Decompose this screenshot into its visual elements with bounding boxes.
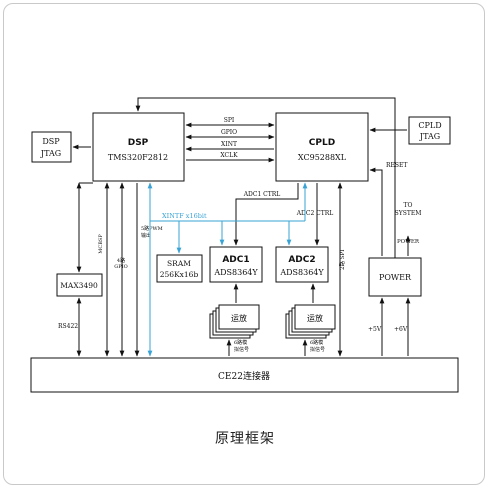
reset-line (369, 167, 383, 256)
mcbsp-label: MCBSP (98, 234, 104, 254)
adc2-part: ADS8364Y (279, 268, 324, 277)
cpld-jtag-block (408, 116, 451, 145)
amp2-stack: 运放 (285, 304, 336, 339)
amp2-label: 运放 (307, 313, 323, 323)
v6-label: +6V (394, 326, 408, 333)
adc1-ctrl-label: ADC1 CTRL (243, 191, 281, 198)
max3490-block (56, 273, 103, 297)
xintf-label: XINTF x16bit (162, 212, 207, 220)
cpld-jtag-line2: JTAG (419, 132, 440, 141)
spi-label: SPI (224, 117, 235, 124)
adc2-ctrl-label: ADC2 CTRL (296, 210, 334, 217)
dsp-block (92, 112, 185, 182)
gpio-label: GPIO (221, 129, 237, 136)
to-system-line2: SYSTEM (395, 210, 422, 217)
cpld-block (275, 112, 369, 182)
reset-top-loop (135, 97, 396, 258)
power-out-label: POWER (397, 239, 420, 245)
analog2-line1: 6路模 (310, 339, 323, 346)
dsp-jtag-line1: DSP (42, 137, 60, 146)
analog1-line2: 拟信号 (234, 346, 249, 353)
gpio4-label-2: GPIO (114, 264, 127, 270)
ce22-connector-block (30, 357, 459, 393)
sram-line1: SRAM (167, 259, 191, 268)
dsp-title: DSP (128, 138, 149, 148)
adc2-block (275, 246, 329, 283)
adc1-ctrl-line (233, 183, 299, 246)
dsp-part: TMS320F2812 (108, 153, 168, 162)
xint-label: XINT (221, 141, 237, 148)
cpld-title: CPLD (309, 138, 335, 148)
to-system-line1: TO (404, 202, 413, 209)
power-block (368, 257, 422, 297)
reset-label: RESET (386, 162, 407, 169)
v5-label: +5V (368, 326, 382, 333)
cpld-jtag-line1: CPLD (418, 121, 441, 130)
adc1-block (209, 246, 263, 283)
adc1-title: ADC1 (222, 255, 249, 265)
sram-line2: 256Kx16b (160, 270, 199, 279)
xclk-label: XCLK (220, 152, 238, 159)
amp1-stack: 运放 (209, 304, 260, 339)
spi2-label: 2路 SPI (338, 250, 346, 270)
amp1-label: 运放 (231, 313, 247, 323)
pwm-label-1: 5路PWM (141, 225, 163, 232)
sram-block (156, 254, 203, 283)
analog1-line1: 6路模 (234, 339, 247, 346)
dsp-jtag-block (31, 131, 72, 163)
max3490-label: MAX3490 (60, 281, 98, 290)
adc1-part: ADS8364Y (213, 268, 258, 277)
connector-label: CE22连接器 (218, 370, 270, 382)
dsp-jtag-line2: JTAG (40, 149, 61, 158)
power-label: POWER (379, 273, 412, 282)
gpio4-label-1: 4路 (117, 257, 125, 264)
adc2-title: ADC2 (288, 255, 315, 265)
pwm-label-2: 输出 (141, 232, 151, 239)
cpld-part: XC95288XL (298, 153, 347, 162)
image-frame (3, 3, 485, 485)
block-diagram: DSP TMS320F2812 CPLD XC95288XL DSP JTAG … (30, 97, 459, 393)
analog2-line2: 拟信号 (310, 346, 325, 353)
figure-caption: 原理框架 (215, 431, 275, 447)
rs422-label: RS422 (58, 323, 78, 330)
